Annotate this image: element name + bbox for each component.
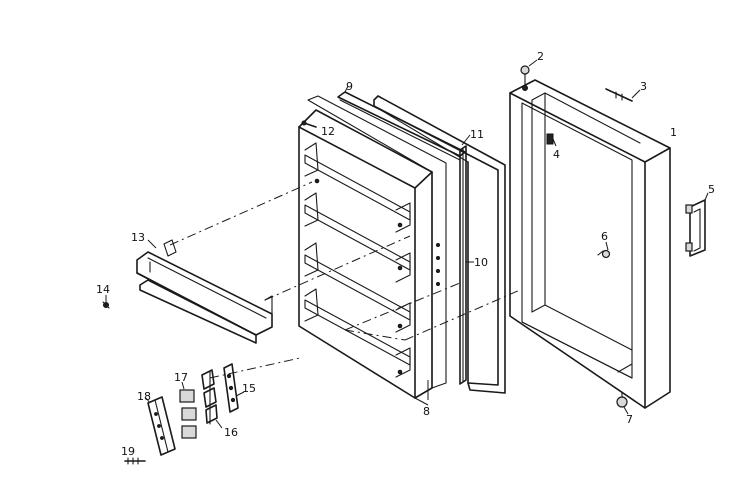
liner-screw <box>301 120 317 128</box>
spacer-blocks <box>179 381 197 439</box>
breaker-strip <box>337 85 466 161</box>
callout-16: 16 <box>224 426 238 439</box>
callout-1: 1 <box>670 126 677 139</box>
callout-9: 9 <box>346 80 353 93</box>
callout-11: 11 <box>470 128 484 141</box>
door-liner <box>298 95 447 406</box>
hinge-assembly <box>201 369 223 429</box>
alignment-lines <box>169 181 521 379</box>
frame-clip <box>546 133 557 147</box>
callout-13: 13 <box>131 231 145 244</box>
outer-door-frame <box>509 79 671 409</box>
door-shelf <box>136 239 273 344</box>
callout-17: 17 <box>174 371 188 384</box>
callout-19: 19 <box>121 445 135 458</box>
shelf-screw <box>102 295 110 309</box>
callout-6: 6 <box>601 230 608 243</box>
top-hinge-screw <box>520 59 538 91</box>
door-handle <box>685 192 709 257</box>
callout-5: 5 <box>708 183 715 196</box>
frame-top-screw <box>605 88 641 102</box>
callout-4: 4 <box>553 148 560 161</box>
callout-7: 7 <box>626 413 633 426</box>
callout-18: 18 <box>137 390 151 403</box>
callout-3: 3 <box>640 80 647 93</box>
hinge-bracket-plate <box>223 363 245 413</box>
inner-door-gasket <box>459 145 474 385</box>
callout-15: 15 <box>242 382 256 395</box>
callout-10: 10 <box>474 256 488 269</box>
callout-14: 14 <box>96 283 110 296</box>
callout-12: 12 <box>321 125 335 138</box>
callout-8: 8 <box>423 405 430 418</box>
hinge-cover <box>145 396 176 456</box>
callout-labels: 1 2 3 4 5 6 7 8 9 10 11 12 13 14 15 16 1… <box>96 50 715 458</box>
frame-side-screw <box>597 241 611 259</box>
bottom-hinge-pin <box>616 391 629 415</box>
hinge-screw <box>124 457 146 465</box>
callout-2: 2 <box>537 50 544 63</box>
